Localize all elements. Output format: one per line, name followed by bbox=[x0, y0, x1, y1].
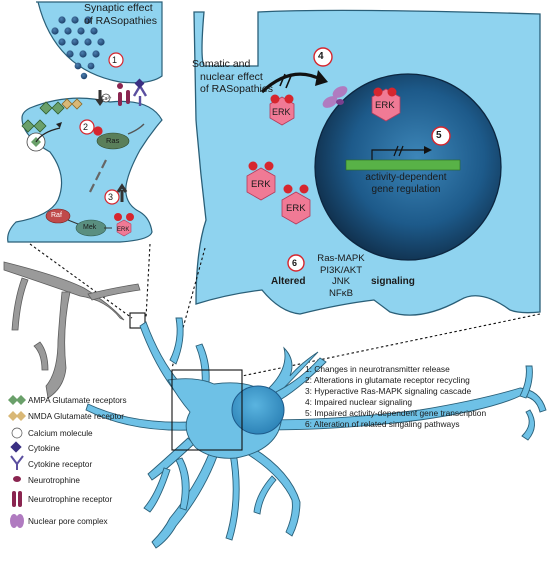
soma-badge-6: 6 bbox=[292, 258, 298, 268]
legend-item-nuclear-pore: Nuclear pore complex bbox=[28, 516, 108, 526]
neurotrophine-icon bbox=[13, 476, 21, 482]
synaptic-vesicles bbox=[51, 16, 105, 80]
legend-icons bbox=[8, 395, 26, 528]
phospho-groups bbox=[248, 87, 397, 194]
cytokine-receptor-icon bbox=[10, 455, 24, 470]
grey-neuron bbox=[3, 261, 141, 399]
synapse-number-badges bbox=[79, 52, 124, 205]
soma-badge-4: 4 bbox=[318, 51, 324, 62]
blue-neuron bbox=[85, 317, 547, 549]
internalized-receptors bbox=[21, 119, 62, 152]
soma-panel bbox=[193, 9, 541, 316]
synapse-badge-2: 2 bbox=[83, 122, 89, 132]
erk-small-label: ERK bbox=[117, 227, 130, 233]
ampa-receptor-icon bbox=[8, 395, 26, 405]
signaling-label: signaling bbox=[371, 276, 415, 287]
neurotrophine-receptor-icon bbox=[12, 491, 22, 507]
soma-zoom-box bbox=[171, 369, 243, 451]
synapse-badge-3: 3 bbox=[108, 192, 114, 202]
nuclear-pore bbox=[322, 86, 348, 108]
erk-label-4: ERK bbox=[286, 203, 306, 214]
membrane-receptors bbox=[39, 78, 148, 115]
erk-molecules bbox=[246, 88, 401, 225]
mek-label: Mek bbox=[83, 224, 97, 231]
ras-complex bbox=[89, 123, 145, 202]
cytokine-icon bbox=[10, 441, 22, 453]
zoom-lines bbox=[29, 243, 541, 377]
nmda-receptor-icon bbox=[8, 411, 26, 421]
raf-mek-erk-cascade bbox=[45, 208, 134, 237]
calcium-label: Ca²⁺ bbox=[101, 96, 112, 102]
legend-item-neurotrophine-receptor: Neurotrophine receptor bbox=[28, 494, 113, 504]
calcium-molecule-icon bbox=[11, 427, 23, 439]
synapse-panel bbox=[7, 1, 163, 243]
ras-label: Ras bbox=[106, 136, 120, 145]
legend-item-neurotrophine: Neurotrophine bbox=[28, 475, 80, 485]
soma-number-badges bbox=[287, 47, 451, 272]
gene-regulation bbox=[345, 145, 461, 171]
synapse-zoom-box bbox=[129, 312, 146, 329]
numbered-list: 1: Changes in neurotransmitter release 2… bbox=[305, 364, 487, 429]
soma-nucleus bbox=[231, 385, 285, 435]
erk-label-3: ERK bbox=[251, 179, 271, 190]
raf-label: Raf bbox=[51, 212, 62, 219]
pathways-list: Ras-MAPK PI3K/AKT JNK NFκB bbox=[317, 253, 365, 299]
legend-item-cytokine: Cytokine bbox=[28, 443, 60, 453]
synapse-badge-1: 1 bbox=[112, 55, 118, 65]
legend-item-ampa: AMPA Glutamate receptors bbox=[28, 395, 127, 405]
nuclear-pore-complex-icon bbox=[10, 514, 24, 528]
erk-label-2: ERK bbox=[375, 100, 395, 111]
soma-badge-5: 5 bbox=[436, 130, 442, 141]
blocked-transport-arrow bbox=[260, 72, 323, 94]
legend-item-cytokine-receptor: Cytokine receptor bbox=[28, 459, 93, 469]
legend-item-nmda: NMDA Glutamate receptor bbox=[28, 411, 125, 421]
postsynaptic-spine bbox=[7, 97, 163, 243]
erk-label-1: ERK bbox=[272, 107, 291, 117]
altered-label: Altered bbox=[271, 276, 306, 287]
legend-item-calcium: Calcium molecule bbox=[28, 428, 93, 438]
